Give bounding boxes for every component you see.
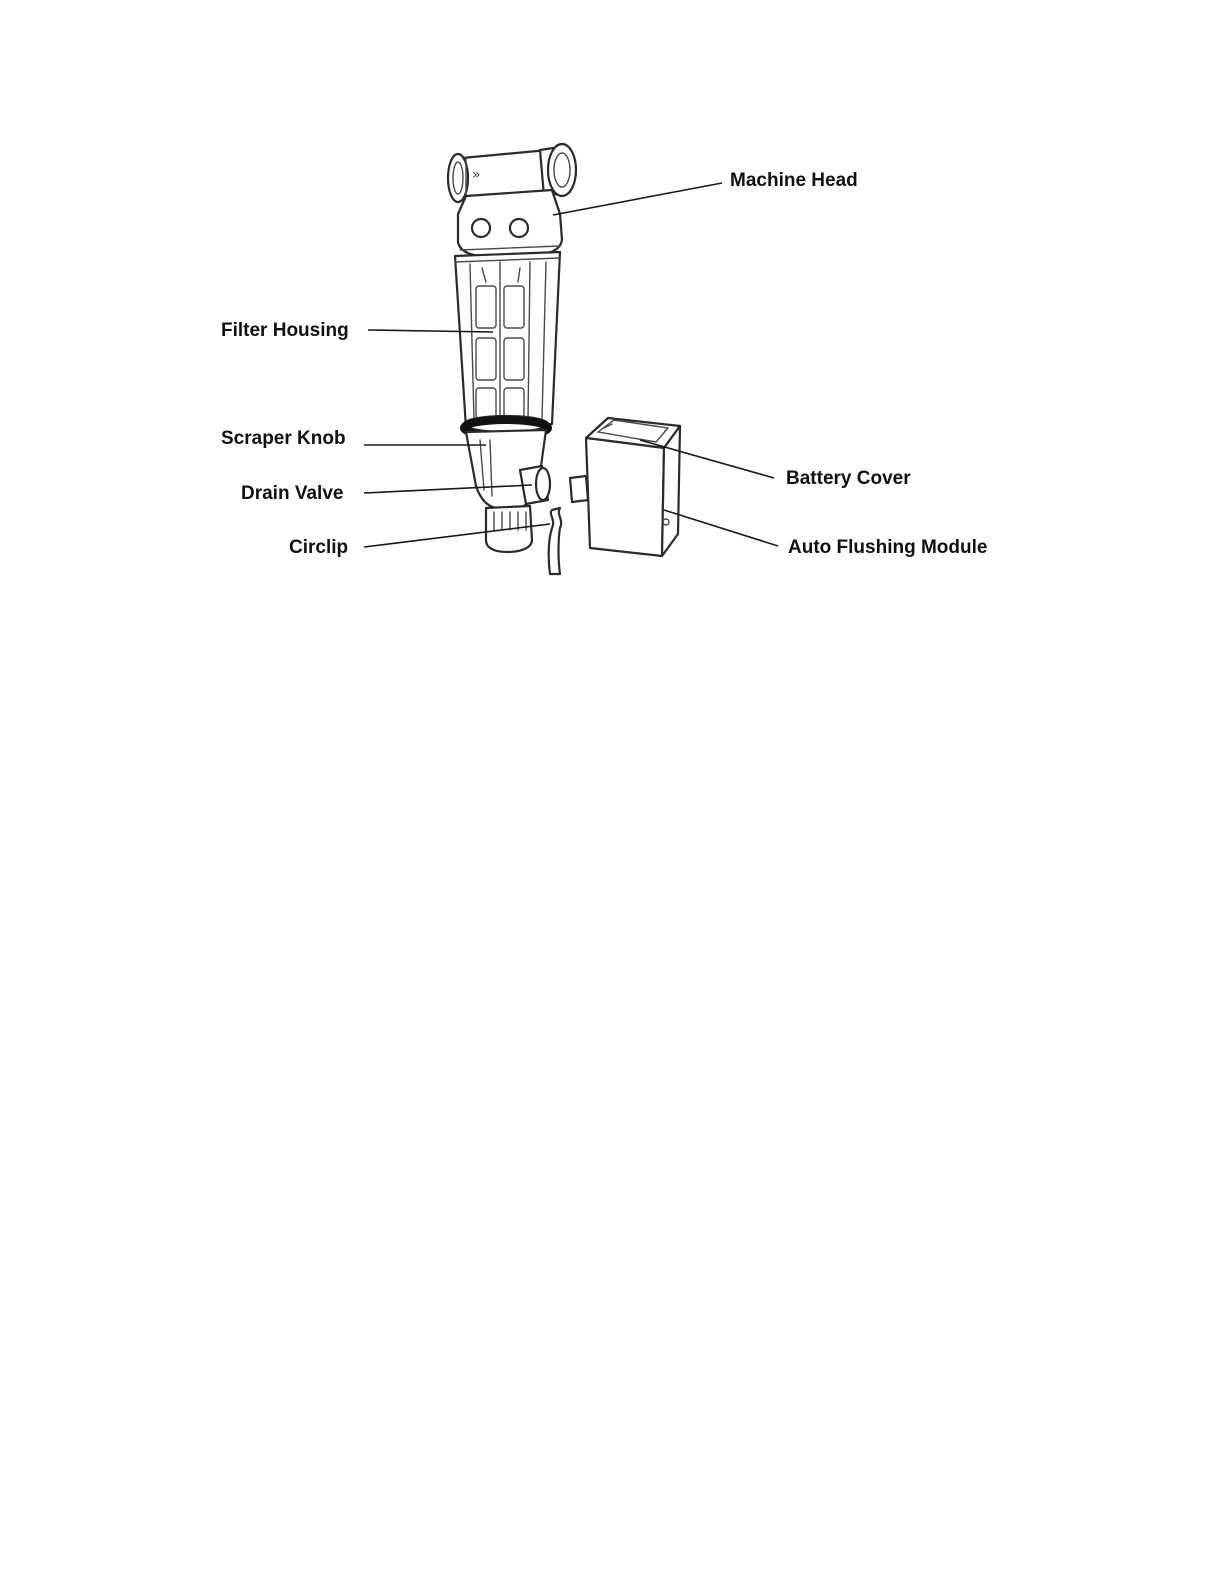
- label-drain-valve: Drain Valve: [241, 483, 343, 504]
- label-filter-housing: Filter Housing: [221, 320, 349, 341]
- auto-flushing-module-illustration: [570, 418, 680, 556]
- filter-housing-illustration: [455, 252, 560, 428]
- flow-direction-marking: »: [472, 167, 481, 183]
- label-machine-head: Machine Head: [730, 170, 858, 191]
- label-scraper-knob: Scraper Knob: [221, 428, 346, 449]
- label-auto-flushing-module: Auto Flushing Module: [788, 537, 987, 558]
- scraper-knob-illustration: [464, 416, 550, 552]
- label-battery-cover: Battery Cover: [786, 468, 911, 489]
- circlip-illustration: [549, 508, 561, 574]
- label-circlip: Circlip: [289, 537, 348, 558]
- machine-head-illustration: »: [448, 144, 576, 258]
- leader-machine-head: [553, 183, 722, 215]
- leader-auto-flushing-module: [664, 510, 778, 546]
